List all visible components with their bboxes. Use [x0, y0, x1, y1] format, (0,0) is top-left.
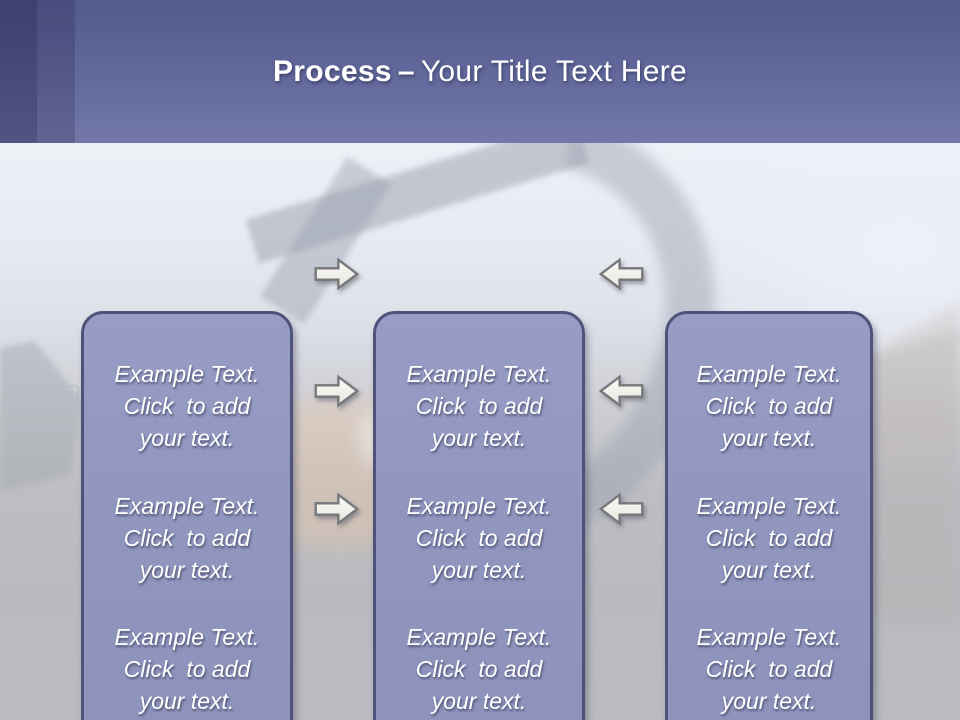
text-placeholder[interactable]: Example Text. Click to add your text. [406, 492, 552, 583]
text-placeholder[interactable]: Example Text. Click to add your text. [406, 624, 552, 714]
block-arrow-left-icon [598, 492, 645, 526]
slide-title-keyword: Process [272, 55, 392, 88]
process-box-2[interactable]: Example Text. Click to add your text. Ex… [373, 311, 585, 720]
text-placeholder[interactable]: Example Text. Click to add your text. [696, 492, 842, 583]
header-accent-band-medium [37, 0, 75, 143]
text-placeholder[interactable]: Example Text. Click to add your text. [114, 624, 260, 714]
block-arrow-left-icon [598, 374, 645, 408]
slide-title-subtitle: Your Title Text Here [420, 55, 687, 88]
slide-title-separator: – [397, 55, 415, 88]
text-placeholder[interactable]: Example Text. Click to add your text. [114, 361, 260, 451]
slide-canvas: Example Text. Click to add your text. Ex… [0, 143, 960, 720]
title-bar: Process–Your Title Text Here [0, 0, 960, 143]
text-placeholder[interactable]: Example Text. Click to add your text. [114, 492, 260, 583]
block-arrow-right-icon [313, 257, 360, 291]
block-arrow-right-icon [313, 492, 360, 526]
block-arrow-right-icon [313, 374, 360, 408]
text-placeholder[interactable]: Example Text. Click to add your text. [696, 624, 842, 714]
process-box-3[interactable]: Example Text. Click to add your text. Ex… [665, 311, 873, 720]
text-placeholder[interactable]: Example Text. Click to add your text. [406, 361, 552, 451]
header-accent-band-dark [0, 0, 37, 143]
process-box-1[interactable]: Example Text. Click to add your text. Ex… [81, 311, 293, 720]
slide-title: Process–Your Title Text Here [0, 55, 960, 89]
block-arrow-left-icon [598, 257, 645, 291]
text-placeholder[interactable]: Example Text. Click to add your text. [696, 361, 842, 451]
